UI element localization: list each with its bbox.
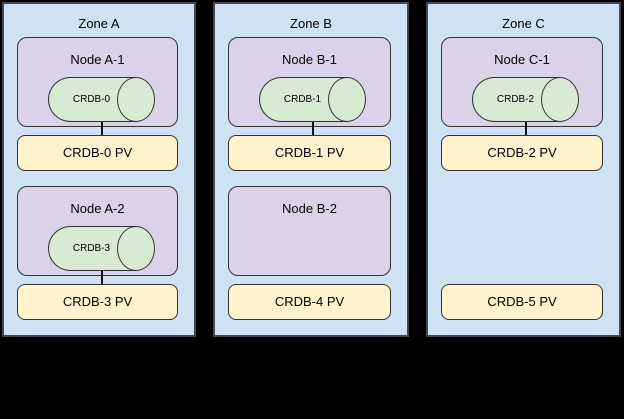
node-a1: Node A-1 CRDB-0: [17, 37, 178, 127]
pod-crdb-3-label: CRDB-3: [72, 243, 111, 254]
pv-crdb-4: CRDB-4 PV: [228, 284, 391, 320]
node-c1-label: Node C-1: [494, 52, 550, 67]
zone-c: Zone C Node C-1 CRDB-2 CRDB-2 PV CRDB-5 …: [426, 2, 621, 337]
zone-b-label: Zone B: [290, 16, 332, 31]
node-b1: Node B-1 CRDB-1: [228, 37, 391, 127]
node-a2: Node A-2 CRDB-3: [17, 186, 178, 276]
pod-crdb-0-cylinder: CRDB-0: [48, 77, 155, 122]
pod-crdb-1-label: CRDB-1: [283, 94, 322, 105]
pod-crdb-0-label: CRDB-0: [72, 94, 111, 105]
node-b2: Node B-2: [228, 186, 391, 276]
cylinder-cap: [117, 226, 155, 271]
zone-a-label: Zone A: [78, 16, 120, 31]
pv-crdb-0: CRDB-0 PV: [17, 135, 178, 171]
pv-crdb-3: CRDB-3 PV: [17, 284, 178, 320]
node-b1-label: Node B-1: [282, 52, 337, 67]
node-a1-label: Node A-1: [70, 52, 125, 67]
zone-a: Zone A Node A-1 CRDB-0 CRDB-0 PV Node A-…: [2, 2, 196, 337]
node-a2-label: Node A-2: [70, 201, 125, 216]
connector-line: [101, 122, 103, 136]
zone-c-label: Zone C: [502, 16, 545, 31]
cylinder-cap: [328, 77, 366, 122]
pod-crdb-2-label: CRDB-2: [496, 94, 535, 105]
pod-crdb-1-cylinder: CRDB-1: [259, 77, 366, 122]
node-b2-label: Node B-2: [282, 201, 337, 216]
pv-crdb-5: CRDB-5 PV: [441, 284, 603, 320]
node-c1: Node C-1 CRDB-2: [441, 37, 603, 127]
pod-crdb-2-cylinder: CRDB-2: [472, 77, 579, 122]
pv-crdb-1: CRDB-1 PV: [228, 135, 391, 171]
cylinder-cap: [541, 77, 579, 122]
connector-line: [312, 122, 314, 136]
pv-crdb-2: CRDB-2 PV: [441, 135, 603, 171]
connector-line: [525, 122, 527, 136]
zone-b: Zone B Node B-1 CRDB-1 CRDB-1 PV Node B-…: [213, 2, 409, 337]
cylinder-cap: [117, 77, 155, 122]
pod-crdb-3-cylinder: CRDB-3: [48, 226, 155, 271]
connector-line: [101, 271, 103, 285]
